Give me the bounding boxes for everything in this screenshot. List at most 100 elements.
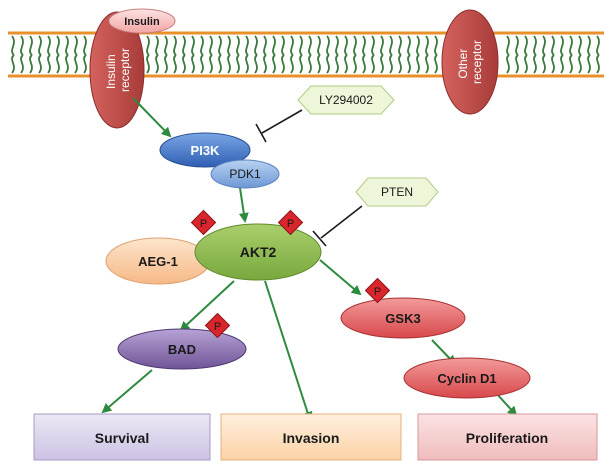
aeg1-label: AEG-1 [138, 254, 178, 269]
gsk3-node: GSK3 [340, 297, 466, 339]
arrow-akt2-to-bad [179, 280, 235, 332]
lipid-tail [371, 35, 375, 74]
lipid-tail [326, 35, 330, 74]
inhibit-ly294002-to-pi3k [261, 109, 303, 134]
survival-box: Survival [33, 413, 211, 461]
lipid-tail [47, 35, 51, 74]
invasion-label: Invasion [283, 430, 340, 446]
lipid-tail [263, 35, 267, 74]
lipid-tail [290, 35, 294, 74]
arrow-pdk1-to-akt2 [238, 187, 249, 223]
inhibition-lines [255, 109, 363, 247]
activation-arrows [101, 97, 518, 422]
lipid-tail [155, 35, 159, 74]
phospho-marker-akt2-right: P [277, 209, 304, 236]
lipid-tail [416, 35, 420, 74]
phospho-marker-bad: P [204, 312, 231, 339]
proliferation-label: Proliferation [466, 430, 548, 446]
lipid-tail [65, 35, 69, 74]
svg-text:P: P [200, 218, 207, 230]
bad-node: BAD [117, 328, 247, 370]
lipid-tail [254, 35, 258, 74]
survival-label: Survival [95, 430, 149, 446]
lipid-tail [551, 35, 555, 74]
svg-text:P: P [287, 218, 294, 230]
lipid-tail [515, 35, 519, 74]
svg-text:P: P [214, 321, 221, 333]
pten-inhibitor: PTEN [355, 177, 439, 207]
membrane-lipid-tails [11, 35, 600, 74]
lipid-tail [191, 35, 195, 74]
lipid-tail [164, 35, 168, 74]
lipid-tail [272, 35, 276, 74]
lipid-tail [578, 35, 582, 74]
akt2-label: AKT2 [240, 244, 277, 260]
insulin-label: Insulin [124, 16, 160, 28]
svg-text:P: P [374, 286, 381, 298]
lipid-tail [533, 35, 537, 74]
arrow-receptor-to-pi3k [132, 97, 172, 138]
lipid-tail [83, 35, 87, 74]
cyclin-d1-node: Cyclin D1 [403, 357, 531, 399]
arrow-bad-to-survival [101, 369, 153, 414]
lipid-tail [146, 35, 150, 74]
lipid-tail [308, 35, 312, 74]
pi3k-label: PI3K [191, 143, 221, 158]
other-receptor: Other receptor [441, 9, 499, 115]
arrow-akt2-to-invasion [264, 280, 313, 422]
lipid-tail [11, 35, 15, 74]
lipid-tail [407, 35, 411, 74]
pi3k-node: PI3K [159, 132, 251, 168]
lipid-tail [596, 35, 600, 74]
lipid-tail [425, 35, 429, 74]
akt2-node: AKT2 [194, 223, 322, 281]
proliferation-box: Proliferation [417, 413, 598, 461]
lipid-tail [434, 35, 438, 74]
ly294002-label: LY294002 [319, 93, 373, 107]
lipid-tail [542, 35, 546, 74]
lipid-tail [389, 35, 393, 74]
phospho-marker-gsk3: P [364, 277, 391, 304]
gsk3-label: GSK3 [385, 311, 420, 326]
lipid-tail [560, 35, 564, 74]
lipid-tail [344, 35, 348, 74]
lipid-tail [281, 35, 285, 74]
lipid-tail [218, 35, 222, 74]
pdk1-node: PDK1 [210, 159, 280, 189]
lipid-tail [20, 35, 24, 74]
aeg1-node: AEG-1 [105, 237, 211, 285]
lipid-tail [587, 35, 591, 74]
lipid-tail [524, 35, 528, 74]
invasion-box: Invasion [220, 413, 402, 461]
insulin-receptor: Insulin receptor [89, 11, 145, 129]
lipid-tail [236, 35, 240, 74]
lipid-tail [182, 35, 186, 74]
lipid-tail [362, 35, 366, 74]
other-receptor-label: Other receptor [456, 40, 484, 84]
lipid-tail [317, 35, 321, 74]
lipid-tail [173, 35, 177, 74]
phospho-marker-akt2-left: P [190, 209, 217, 236]
bad-label: BAD [168, 342, 196, 357]
lipid-tail [56, 35, 60, 74]
inhibit-pten-to-akt2 [320, 205, 363, 239]
arrow-akt2-to-gsk3 [319, 259, 362, 296]
lipid-tail [335, 35, 339, 74]
lipid-tail [200, 35, 204, 74]
cyclin-d1-label: Cyclin D1 [437, 371, 496, 386]
lipid-tail [227, 35, 231, 74]
lipid-tail [74, 35, 78, 74]
lipid-tail [209, 35, 213, 74]
arrow-cyclin-to-proliferation [496, 393, 518, 417]
pten-label: PTEN [381, 185, 413, 199]
insulin-ligand: Insulin [108, 8, 176, 34]
lipid-tail [29, 35, 33, 74]
pdk1-label: PDK1 [229, 167, 261, 181]
lipid-tail [38, 35, 42, 74]
lipid-tail [506, 35, 510, 74]
lipid-tail [353, 35, 357, 74]
ly294002-inhibitor: LY294002 [297, 85, 395, 115]
lipid-tail [398, 35, 402, 74]
